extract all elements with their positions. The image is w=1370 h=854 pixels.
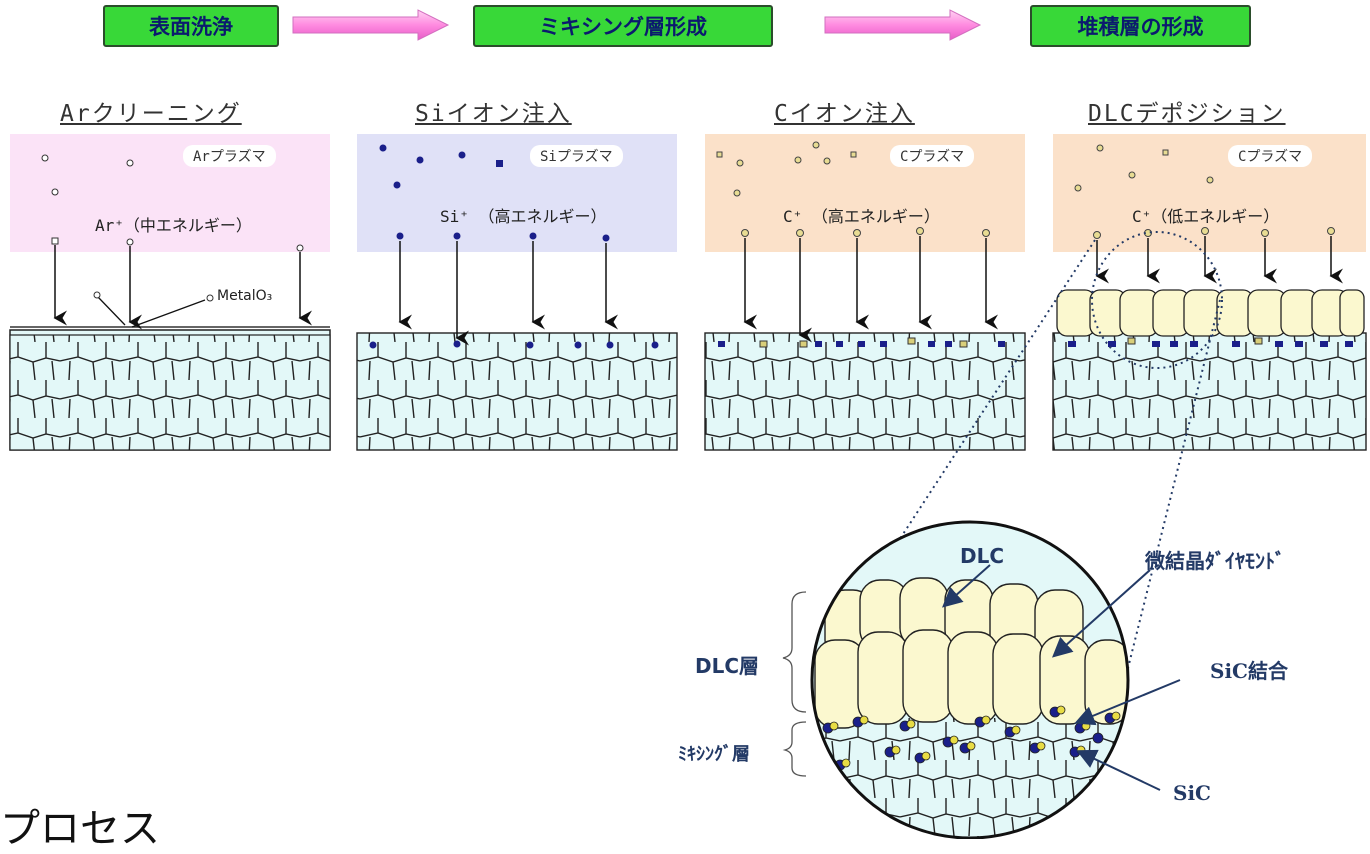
plasma-tag-ar: Arプラズマ <box>183 145 276 167</box>
callout-sic-arrow <box>1076 749 1161 791</box>
step-mixing-layer: ミキシング層形成 <box>473 5 773 47</box>
dlc-implanted <box>1068 337 1353 347</box>
c-ions-low <box>1074 144 1335 239</box>
plasma-tag-c: Cプラズマ <box>890 145 975 167</box>
step-arrows <box>292 9 982 41</box>
si-ions <box>369 144 659 349</box>
panel-title-c-implant: Cイオン注入 <box>774 101 915 127</box>
step-surface-cleaning: 表面洗浄 <box>103 5 279 47</box>
callout-sic-bond-arrow <box>1074 679 1181 726</box>
ion-label-c: C⁺ （高エネルギー） <box>783 207 940 226</box>
label-dlc-layer: DLC層 <box>695 654 759 678</box>
plasma-tag-si: Siプラズマ <box>530 145 623 167</box>
mixing-layer-brace <box>782 721 807 777</box>
plasma-tag-dlc: Cプラズマ <box>1228 145 1313 167</box>
ar-ions <box>41 154 312 330</box>
c-arrows <box>743 236 998 343</box>
ion-label-si: Si⁺ （高エネルギー） <box>440 207 607 226</box>
c-ions <box>716 141 990 237</box>
substrate-ar <box>9 326 331 451</box>
dlc-columns <box>1056 289 1365 337</box>
magnified-circle-border <box>810 520 1130 839</box>
zoom-line-left <box>812 239 1096 673</box>
substrate-si <box>356 332 678 451</box>
substrate-dlc <box>1052 332 1367 451</box>
magnified-view <box>812 522 1128 838</box>
arrow-right-icon <box>292 9 450 41</box>
substrate-c <box>704 332 1026 451</box>
step-deposition-layer: 堆積層の形成 <box>1030 5 1251 47</box>
ion-label-ar: Ar⁺（中エネルギー） <box>95 216 252 235</box>
si-arrows <box>398 241 618 346</box>
label-sic: SiC <box>1173 781 1211 805</box>
panel-title-dlc-deposition: DLCデポジション <box>1088 101 1286 127</box>
label-mixing-layer: ﾐｷｼﾝｸﾞ層 <box>678 743 750 765</box>
label-dlc: DLC <box>960 544 1004 568</box>
callout-dlc-arrow <box>942 564 991 608</box>
plasma-region-si <box>357 134 677 252</box>
arrow-right-icon <box>824 9 982 41</box>
metal-oxide-label: MetalO₃ <box>217 288 272 304</box>
plasma-region-ar <box>10 134 330 252</box>
c-low-arrows <box>1095 236 1343 284</box>
panel-title-si-implant: Siイオン注入 <box>415 101 572 127</box>
dlc-layer-brace <box>782 591 807 713</box>
c-implanted <box>718 337 1005 348</box>
zoom-source-ellipse <box>1091 231 1223 369</box>
label-sic-bond: SiC結合 <box>1210 659 1289 683</box>
plasma-region-dlc <box>1053 134 1366 252</box>
footer-title: プロセス <box>0 806 160 852</box>
panel-title-ar-cleaning: Arクリーニング <box>60 101 242 127</box>
callout-diamond-arrow <box>1052 569 1151 658</box>
label-micro-diamond: 微結晶ﾀﾞｲﾔﾓﾝﾄﾞ <box>1144 549 1285 573</box>
ion-label-c-low: C⁺（低エネルギー） <box>1132 207 1280 226</box>
